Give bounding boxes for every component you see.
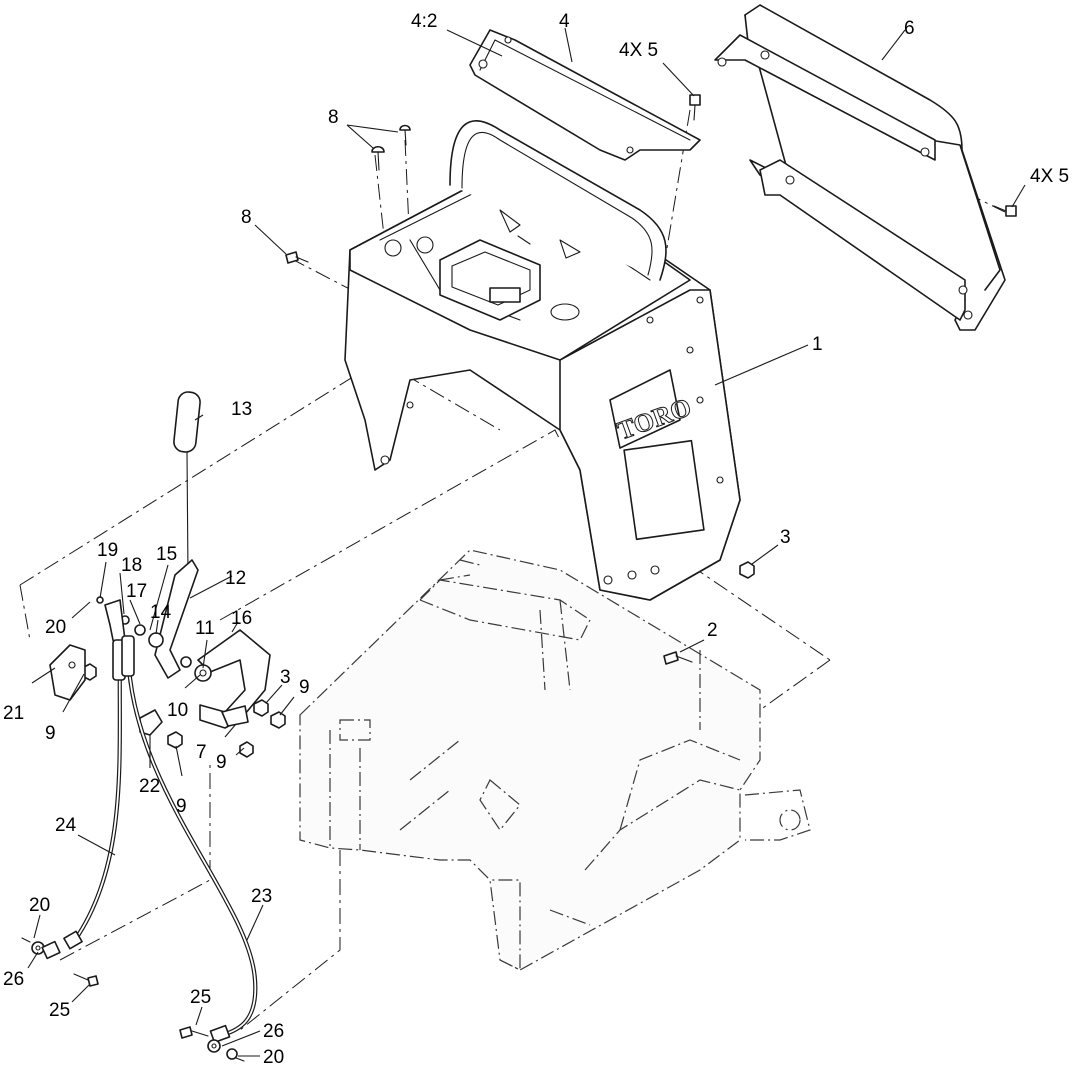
fasteners — [81, 94, 1017, 758]
leader-lines — [27, 27, 1026, 1057]
callout-12: 12 — [225, 568, 246, 589]
callout-9: 9 — [299, 677, 310, 698]
control-tower: TORO — [344, 120, 741, 601]
callout-25: 25 — [49, 1000, 70, 1021]
callout-6: 6 — [904, 18, 915, 39]
callout-9: 9 — [45, 723, 56, 744]
callout-4x5: 4X 5 — [619, 40, 658, 61]
cover-plate — [469, 29, 701, 161]
cable-end-hardware — [21, 937, 245, 1062]
callout-24: 24 — [55, 815, 77, 836]
callout-20: 20 — [45, 617, 66, 638]
callout-26: 26 — [263, 1021, 284, 1042]
callout-13: 13 — [231, 399, 252, 420]
frame-ghost — [299, 549, 811, 971]
callout-20: 20 — [29, 895, 50, 916]
callout-23: 23 — [251, 886, 272, 907]
callout-14: 14 — [150, 602, 172, 623]
callout-11: 11 — [195, 618, 215, 639]
callout-2: 2 — [707, 620, 718, 641]
callout-21: 21 — [3, 703, 24, 724]
shield-panel — [714, 4, 1006, 331]
callout-labels: 1 2 3 3 4 4:2 4X 5 4X 5 6 7 8 8 9 9 9 9 … — [3, 11, 1069, 1068]
control-cables — [63, 635, 258, 1044]
callout-15: 15 — [156, 544, 177, 565]
callout-20: 20 — [263, 1047, 284, 1068]
callout-22: 22 — [139, 776, 160, 797]
callout-19: 19 — [97, 540, 118, 561]
callout-25: 25 — [190, 987, 211, 1008]
callout-4x5: 4X 5 — [1030, 166, 1069, 187]
callout-3: 3 — [780, 527, 791, 548]
callout-17: 17 — [126, 581, 147, 602]
callout-10: 10 — [167, 700, 188, 721]
callout-26: 26 — [3, 969, 24, 990]
callout-8: 8 — [328, 107, 339, 128]
callout-3: 3 — [280, 667, 291, 688]
lever-assembly — [49, 391, 271, 736]
callout-9: 9 — [216, 752, 227, 773]
callout-4-2: 4:2 — [411, 11, 437, 32]
callout-7: 7 — [196, 742, 207, 763]
callout-9: 9 — [176, 796, 187, 817]
callout-18: 18 — [121, 555, 142, 576]
callout-4: 4 — [559, 11, 570, 32]
callout-8: 8 — [241, 207, 252, 228]
callout-1: 1 — [812, 334, 823, 355]
callout-16: 16 — [231, 608, 252, 629]
